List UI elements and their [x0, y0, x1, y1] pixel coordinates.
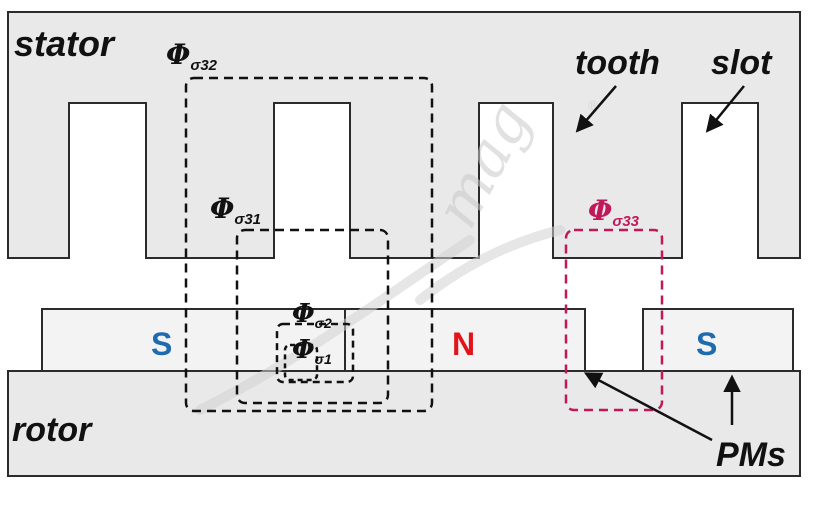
flux-path-phi31	[235, 228, 390, 405]
pms-label: PMs	[716, 436, 786, 474]
watermark-registered-mark: ®	[588, 97, 599, 113]
flux-label-phi31: Φσ31	[210, 192, 261, 228]
magnet-right	[642, 308, 794, 372]
flux-label-phi33: Φσ33	[588, 194, 640, 230]
pole-label-middle: N	[452, 326, 475, 362]
flux-label-phi32: Φσ32	[166, 38, 218, 74]
stator-body	[7, 11, 801, 259]
flux-label-phi1: Φσ1	[292, 335, 332, 367]
flux-path-phi2	[275, 322, 355, 384]
flux-label-phi2: Φσ2	[292, 299, 332, 331]
stator-label: stator	[14, 23, 116, 64]
tooth-label: tooth	[575, 44, 660, 82]
tooth-arrow	[575, 85, 617, 133]
magnet-middle	[344, 308, 586, 372]
flux-path-phi33	[564, 228, 664, 412]
pole-label-left: S	[151, 326, 172, 362]
flux-path-phi1	[283, 343, 319, 382]
rotor-body	[7, 370, 801, 477]
pms-arrow-left	[583, 372, 713, 442]
pole-label-right: S	[696, 326, 717, 362]
slot-label: slot	[711, 44, 773, 82]
slot-arrow	[705, 85, 745, 133]
rotor-label: rotor	[12, 411, 93, 449]
